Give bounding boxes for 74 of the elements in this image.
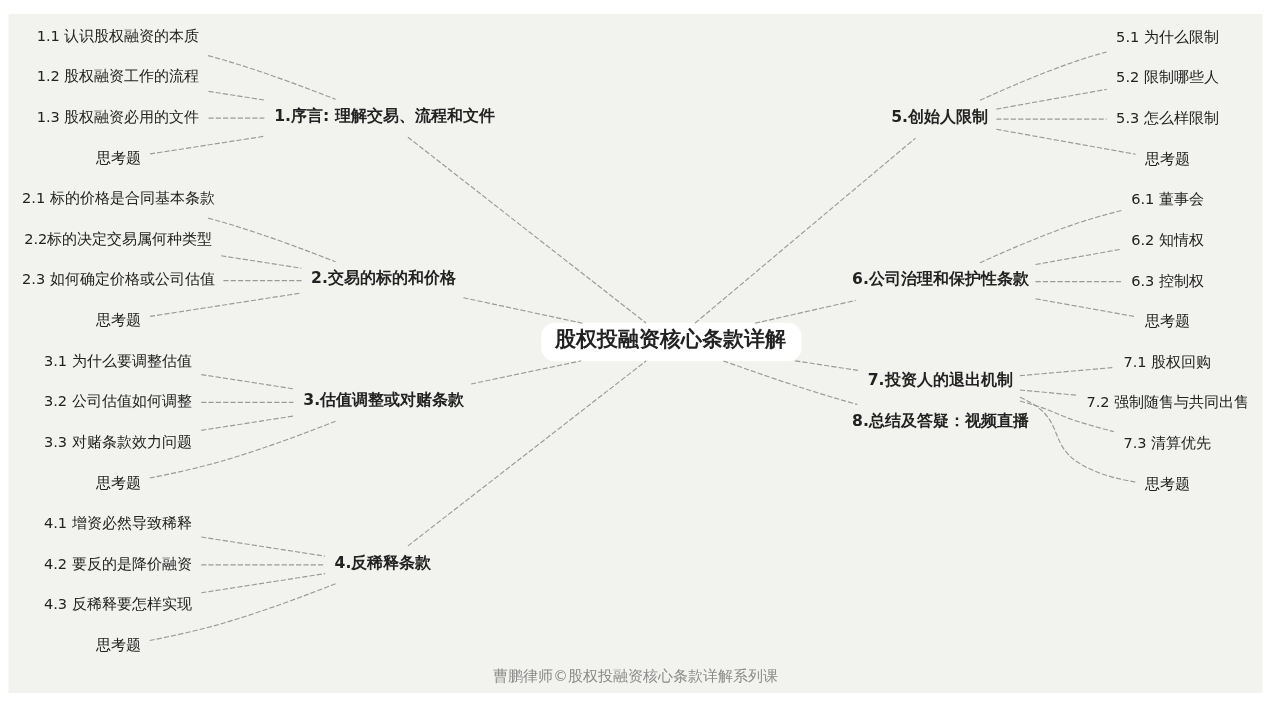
connector [200,564,326,566]
node-text: 4.1 增资必然导致稀释 [43,514,192,532]
connector [200,415,295,431]
connector [207,117,265,119]
connector [1019,396,1137,483]
node-text: 思考题 [95,635,141,653]
node-text: 6.2 知情权 [1131,230,1205,248]
connector [149,135,266,155]
node-text: 1.2 股权融资工作的流程 [36,67,200,85]
node-text: 2.1 标的价格是合同基本条款 [22,189,215,207]
connector [149,292,303,317]
connector [407,360,647,547]
connector [1034,248,1123,266]
connector [149,420,337,479]
node-text: 6.公司治理和保护性条款 [852,270,1029,289]
node-text: 5.3 怎么样限制 [1116,109,1219,127]
connector [794,360,859,372]
connector [1019,400,1115,433]
connector [200,374,295,390]
node-text: 1.序言: 理解交易、流程和文件 [274,106,495,125]
connector [1019,389,1078,396]
connector [407,136,647,324]
connector [200,401,295,404]
node-text: 5.创始人限制 [891,107,988,126]
node-text: 7.2 强制随售与共同出售 [1086,393,1250,411]
connector [220,255,302,269]
connector [754,299,857,324]
caption: 曹鹏律师©股权投融资核心条款详解系列课 [493,666,778,684]
node-text: 8.总结及答疑：视频直播 [852,411,1029,430]
node-text: 思考题 [1145,312,1191,330]
connector [200,573,326,594]
node-text: 思考题 [1145,149,1191,167]
node-box: 股权投融资核心条款详解 [541,322,802,362]
connector [995,128,1137,155]
connector [995,118,1108,120]
connector [149,583,337,642]
node-text: 6.1 董事会 [1131,190,1205,208]
connector [462,297,584,324]
connector [470,360,582,385]
node-text: 思考题 [1145,474,1191,492]
node-text: 3.3 对赌条款效力问题 [43,432,192,450]
node-text: 3.2 公司估值如何调整 [43,392,192,410]
node-text: 2.3 如何确定价格或公司估值 [22,270,215,288]
connector [979,209,1123,264]
connector [979,51,1108,101]
node-text: 3.1 为什么要调整估值 [43,351,192,369]
connector [694,137,916,324]
connector [207,55,337,100]
node-text: 4.反稀释条款 [334,553,432,572]
node-text: 思考题 [95,473,141,491]
node-text: 7.1 股权回购 [1123,352,1212,370]
connector [207,217,337,263]
node-text: 2.交易的标的和价格 [311,269,456,288]
node-text: 6.3 控制权 [1131,271,1205,289]
connector [222,280,303,282]
node-text: 7.3 清算优先 [1123,433,1212,451]
node-text: 4.3 反稀释要怎样实现 [43,595,192,613]
connector [1034,298,1136,318]
node-text: 4.2 要反的是降价融资 [43,554,192,572]
connector [207,90,265,101]
connector [995,88,1108,110]
node-text: 5.1 为什么限制 [1116,27,1219,45]
node-text: 1.1 认识股权融资的本质 [36,26,200,44]
node-text: 思考题 [95,148,141,166]
connector [722,360,858,405]
node-text: 1.3 股权融资必用的文件 [36,107,200,125]
node-text: 3.估值调整或对赌条款 [303,391,465,410]
node-text: 2.2标的决定交易属何种类型 [24,229,213,247]
node-text: 5.2 限制哪些人 [1116,68,1219,86]
node-text: 7.投资人的退出机制 [867,371,1013,390]
connector [1034,281,1123,283]
connector [200,536,326,557]
connector [1019,366,1115,377]
node-text: 思考题 [95,311,141,329]
